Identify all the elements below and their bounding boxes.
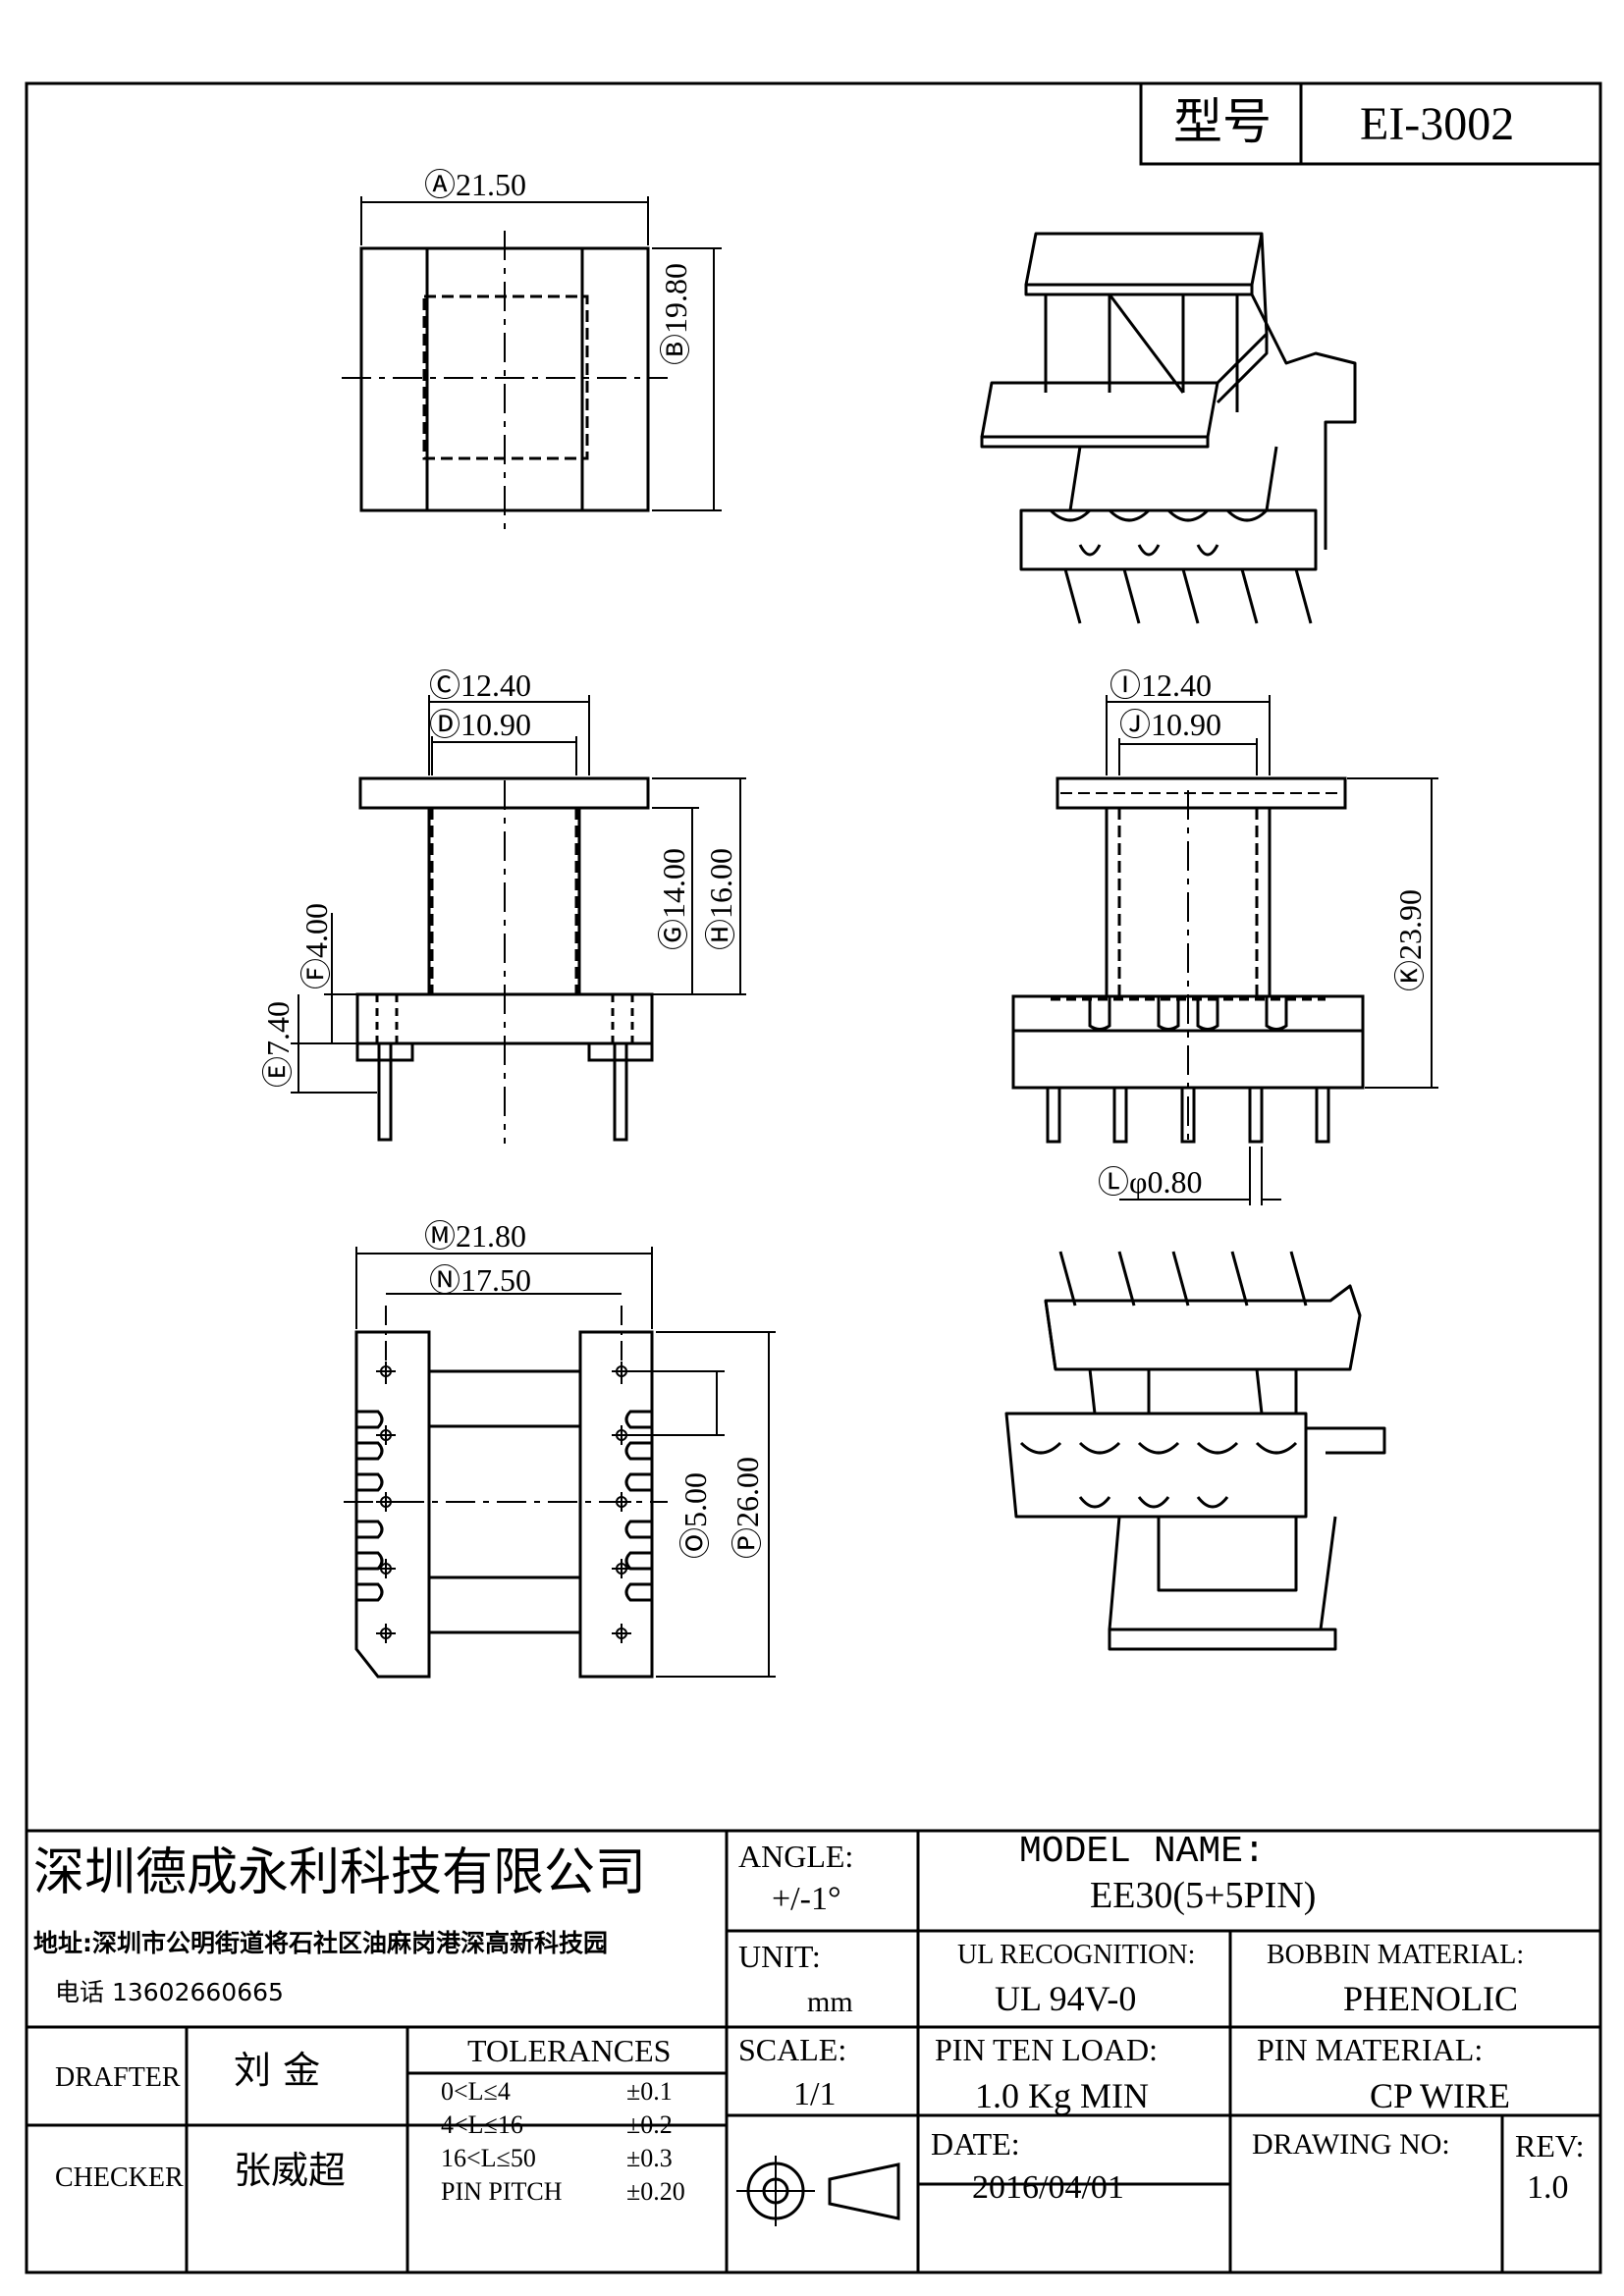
dim-g: Ⓖ14.00 (656, 847, 691, 950)
pin-mat-value: CP WIRE (1370, 2076, 1511, 2115)
tol-range: PIN PITCH (441, 2177, 563, 2206)
date-label: DATE: (931, 2126, 1020, 2162)
checker-value: 张威超 (234, 2149, 347, 2192)
model-name-label: MODEL NAME: (1019, 1831, 1266, 1873)
pin-ten-label: PIN TEN LOAD: (935, 2032, 1158, 2067)
model-header-box (1139, 81, 1602, 166)
ul-label: UL RECOGNITION: (957, 1940, 1196, 1970)
front-view (291, 695, 746, 1144)
dim-a: Ⓐ21.50 (424, 167, 527, 202)
checker-label: CHECKER (55, 2163, 184, 2193)
dim-f: Ⓕ4.00 (298, 902, 334, 989)
rev-value: 1.0 (1527, 2169, 1569, 2206)
dim-c: Ⓒ12.40 (429, 667, 532, 703)
drafter-value: 刘 金 (234, 2049, 321, 2092)
drawing-no-label: DRAWING NO: (1252, 2128, 1450, 2161)
top-view (342, 196, 722, 530)
drafter-label: DRAFTER (55, 2062, 181, 2093)
date-cell: DATE: 2016/04/01 (925, 2120, 1227, 2269)
bobbin-label: BOBBIN MATERIAL: (1267, 1940, 1525, 1970)
tol-range: 16<L≤50 (441, 2144, 536, 2172)
isometric-view-top (980, 232, 1357, 624)
dim-m: Ⓜ21.80 (424, 1218, 527, 1254)
company-phone: 电话 13602660665 (55, 1978, 284, 2006)
company-name: 深圳德成永利科技有限公司 (33, 1843, 647, 1902)
scale-value: 1/1 (793, 2076, 837, 2112)
dim-k: Ⓚ23.90 (1392, 888, 1428, 991)
ul-value: UL 94V-0 (995, 1979, 1137, 2018)
dim-l: Ⓛφ0.80 (1098, 1164, 1203, 1200)
bottom-view (344, 1247, 776, 1679)
dim-e: Ⓔ7.40 (260, 1000, 296, 1088)
model-label: 型号 (1173, 93, 1272, 150)
dim-p: Ⓟ26.00 (730, 1456, 765, 1559)
dim-d: Ⓓ10.90 (429, 707, 532, 742)
model-value: EI-3002 (1360, 98, 1515, 150)
dim-j: Ⓙ10.90 (1119, 707, 1222, 742)
drawing-border (25, 81, 1602, 2274)
title-block (27, 1829, 1600, 2272)
scale-label: SCALE: (738, 2032, 847, 2067)
side-view (1011, 695, 1438, 1205)
bobbin-value: PHENOLIC (1343, 1979, 1518, 2018)
angle-label: ANGLE: (738, 1839, 854, 1874)
model-name-value: EE30(5+5PIN) (1090, 1875, 1317, 1916)
isometric-view-bottom (1004, 1251, 1386, 1651)
tolerance-table: 0<L≤4 ±0.1 4<L≤16 ±0.2 16<L≤50 ±0.3 PIN … (435, 2079, 720, 2271)
pin-ten-value: 1.0 Kg MIN (975, 2076, 1149, 2115)
dim-o: Ⓞ5.00 (677, 1471, 713, 1559)
date-value: 2016/04/01 (972, 2169, 1124, 2206)
angle-value: +/-1° (772, 1881, 841, 1917)
tol-value: ±0.3 (626, 2144, 673, 2172)
dim-i: Ⓘ12.40 (1110, 667, 1213, 703)
unit-value: mm (807, 1986, 853, 2018)
dim-h: Ⓗ16.00 (703, 847, 738, 950)
tol-value: ±0.2 (626, 2110, 673, 2139)
pin-mat-label: PIN MATERIAL: (1257, 2032, 1484, 2067)
tol-value: ±0.20 (626, 2177, 685, 2206)
rev-label: REV: (1515, 2128, 1585, 2163)
company-address: 地址:深圳市公明街道将石社区油麻岗港深高新科技园 (33, 1929, 608, 1957)
unit-label: UNIT: (738, 1939, 821, 1974)
tol-value: ±0.1 (626, 2079, 673, 2106)
dim-b: Ⓑ19.80 (658, 262, 693, 365)
tol-range: 4<L≤16 (441, 2110, 523, 2139)
dim-n: Ⓝ17.50 (429, 1262, 532, 1298)
tol-range: 0<L≤4 (441, 2079, 511, 2106)
tolerances-label: TOLERANCES (467, 2033, 672, 2068)
